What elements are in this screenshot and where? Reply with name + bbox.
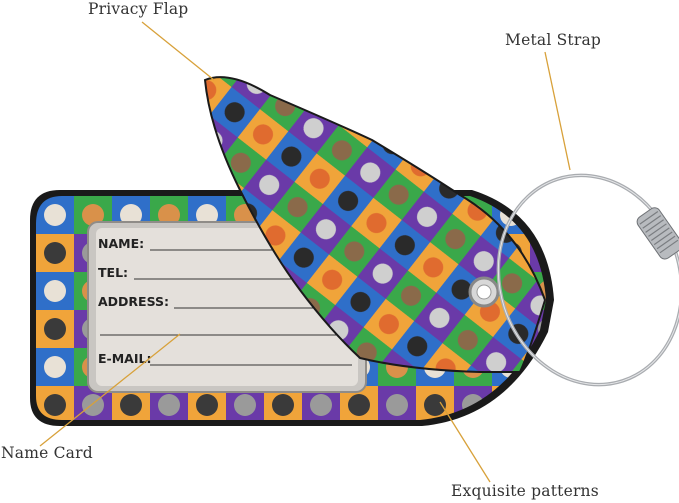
callout-line-name [39, 333, 181, 447]
callout-privacy-flap: Privacy Flap [88, 0, 189, 18]
tel-label: TEL: [98, 265, 128, 280]
email-label: E-MAIL: [98, 351, 151, 366]
address-label: ADDRESS: [98, 294, 169, 309]
callout-line-privacy [141, 21, 215, 81]
callout-name-card: Name Card [1, 444, 93, 462]
callout-line-exquisite [439, 401, 491, 483]
callout-line-metal [544, 51, 571, 171]
metal-strap [496, 173, 679, 387]
grommet-hole [476, 284, 492, 300]
callout-metal-strap: Metal Strap [505, 31, 602, 49]
name-label: NAME: [98, 236, 144, 251]
callout-exquisite-patterns: Exquisite patterns [451, 482, 599, 500]
